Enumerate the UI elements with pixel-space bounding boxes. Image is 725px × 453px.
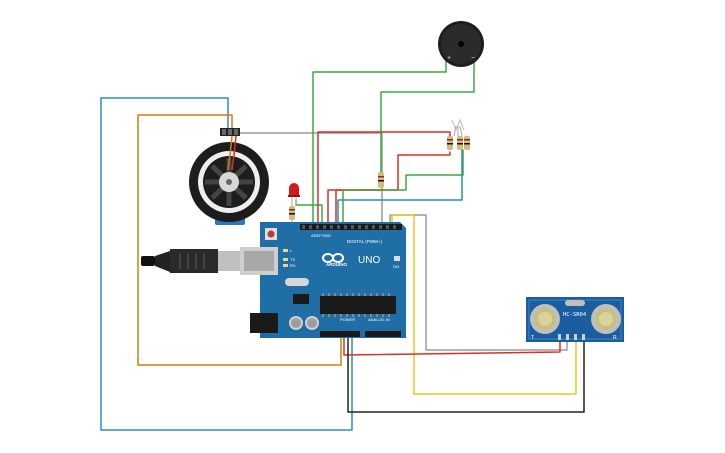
rgb-led[interactable] — [451, 118, 465, 137]
arduino-uno-board[interactable]: AREF GND DIGITAL (PWM~) L TX RX ARDUINO … — [240, 222, 406, 338]
model-label: UNO — [358, 255, 380, 266]
brand-label: ARDUINO — [326, 262, 347, 267]
buzzer-plus-label: + — [447, 55, 451, 62]
power-header-label: POWER — [340, 317, 355, 322]
wire-green-buzzer-minus[interactable] — [380, 59, 475, 176]
buzzer-minus-label: − — [471, 55, 475, 62]
atmega-chip — [320, 296, 396, 314]
resistor-rgb-green[interactable] — [457, 136, 463, 150]
red-led[interactable] — [288, 183, 300, 205]
wire-green-buzzer-plus[interactable] — [312, 59, 447, 229]
power-header — [320, 331, 401, 337]
wire-gray-servo-signal[interactable] — [237, 132, 383, 229]
wire-yellow-sensor[interactable] — [391, 214, 577, 395]
wire-blue-servo-ground[interactable] — [100, 97, 353, 431]
wire-blue-rgb[interactable] — [337, 149, 463, 229]
servo-motor[interactable] — [189, 128, 269, 225]
resistor-led[interactable] — [289, 205, 295, 222]
usb-chip — [293, 294, 309, 304]
resistor-rgb-blue[interactable] — [464, 136, 470, 150]
digital-header — [300, 224, 402, 230]
wire-green-rgb[interactable] — [342, 149, 464, 229]
digital-header-label: DIGITAL (PWM~) — [347, 239, 382, 244]
analog-header-label: ANALOG IN — [368, 317, 390, 322]
crystal — [285, 278, 309, 286]
sensor-crystal — [565, 300, 585, 306]
rx-label: RX — [290, 263, 296, 268]
arduino-logo: ARDUINO — [322, 253, 347, 267]
l-label: L — [290, 248, 293, 253]
power-jack — [250, 313, 278, 333]
ultrasonic-sensor[interactable]: HC-SR04 T R — [526, 297, 624, 342]
wire-orange-servo-power[interactable] — [137, 114, 342, 366]
usb-cable[interactable] — [141, 249, 240, 273]
wire-gray-sensor[interactable] — [389, 214, 568, 351]
gnd-label: GND — [322, 233, 331, 238]
tx-label: TX — [290, 257, 295, 262]
wire-red-sensor-vcc[interactable] — [343, 329, 561, 356]
sensor-t-label: T — [531, 335, 534, 341]
piezo-buzzer[interactable]: + − — [438, 21, 484, 67]
sensor-r-label: R — [613, 335, 617, 341]
resistor-rgb-red[interactable] — [447, 136, 453, 150]
sensor-pins — [558, 334, 585, 340]
wire-black-sensor-gnd[interactable] — [347, 329, 585, 413]
wire-red-rgb-2[interactable] — [327, 151, 451, 229]
sensor-model-label: HC-SR04 — [563, 312, 587, 318]
aref-label: AREF — [311, 233, 322, 238]
resistor-buzzer[interactable] — [378, 172, 384, 188]
on-label: ON — [393, 264, 399, 269]
